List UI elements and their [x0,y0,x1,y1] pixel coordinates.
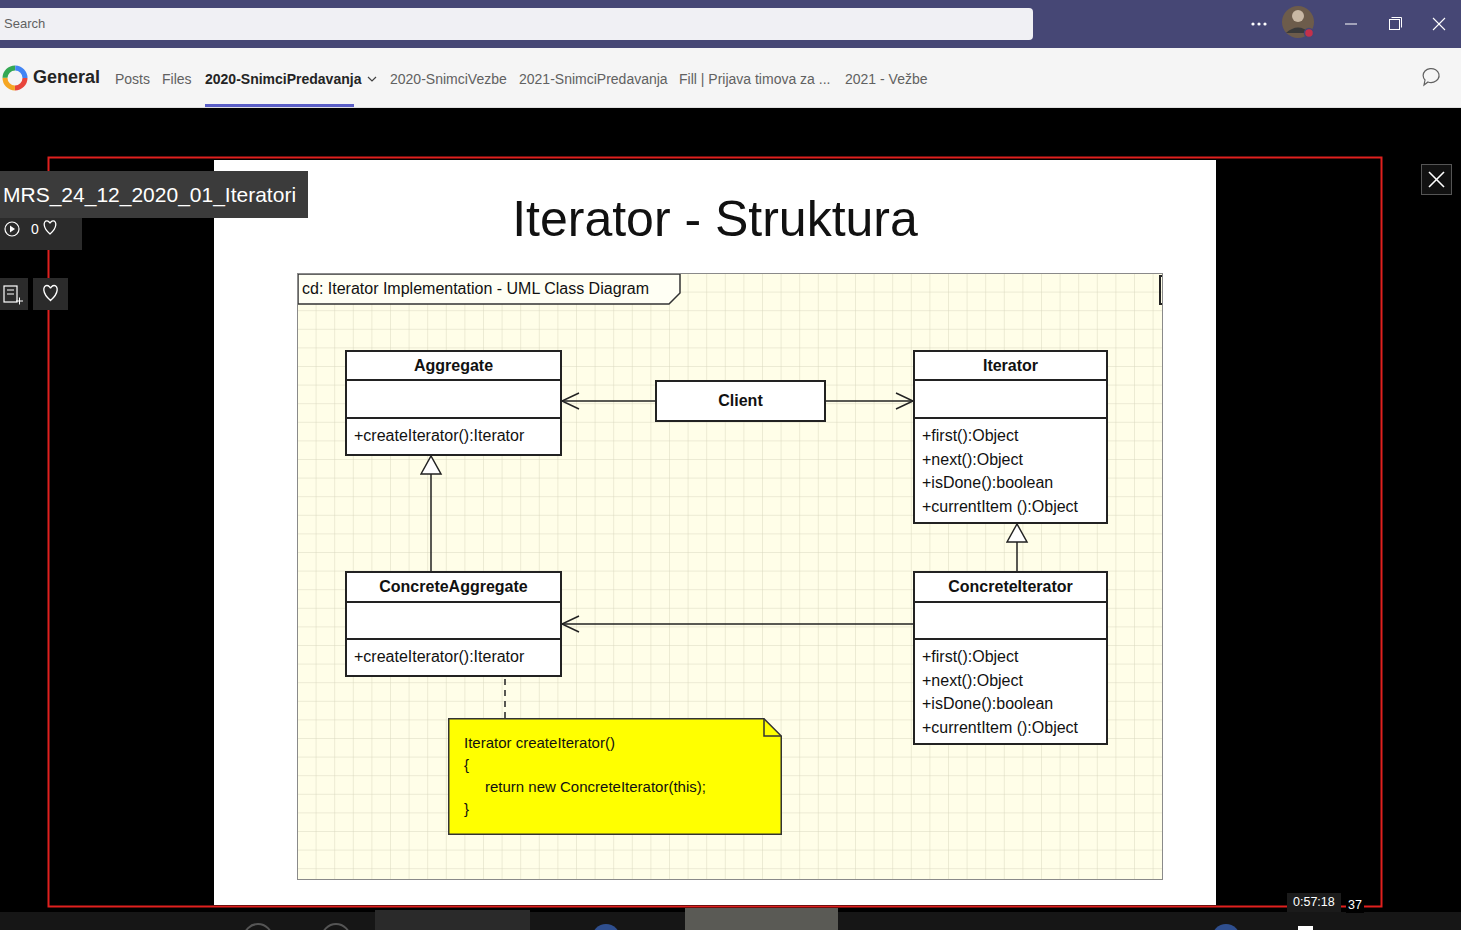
note-code-text: { [464,756,469,773]
class-box: Iterator +first():Object +next():Object +is… [913,350,1108,524]
note-line: } [464,798,766,820]
uml-frame: cd: Iterator Implementation - UML Class … [297,273,1163,880]
method-compartment: +first():Object +next():Object +isDone():b… [915,638,1106,743]
tab-dropdown-chevron [367,74,377,84]
time-tooltip: 0:57:18 [1287,893,1341,912]
class-name-compartment: Aggregate [347,352,560,379]
playlist-icon [0,278,28,310]
method-text: +isDone():boolean [922,695,1053,712]
window-controls [0,0,1461,48]
method-row: +first():Object [922,645,1098,669]
team-name: General [33,67,100,89]
stats-icons [0,218,82,250]
note-code-text: Iterator createIterator() [464,734,615,751]
tab-label: Posts [115,71,150,88]
note-code-text: } [464,800,469,817]
note-line: return new ConcreteIterator(this); [464,776,766,798]
method-row: +currentItem ():Object [922,495,1098,519]
tab-label: 2020-SnimciVezbe [390,71,507,88]
uml-relation [562,623,913,625]
class-box: ConcreteIterator +first():Object +next():O… [913,571,1108,745]
tab-label: 2021-SnimciPredavanja [519,71,668,88]
attribute-compartment [347,379,560,417]
method-text: +createIterator():Iterator [354,648,524,665]
attribute-compartment [347,601,560,638]
class-name-compartment: ConcreteAggregate [347,573,560,601]
tab-label: Fill | Prijava timova za ... [679,71,830,88]
attribute-compartment [915,601,1106,638]
method-compartment: +createIterator():Iterator [347,638,560,675]
frame-label: cd: Iterator Implementation - UML Class … [298,274,649,304]
slide-title: Iterator - Struktura [214,190,1216,248]
note-box: Iterator createIterator() { return new Con… [448,718,782,835]
method-row: +next():Object [922,669,1098,693]
method-row: +createIterator():Iterator [354,645,552,669]
method-row: +currentItem ():Object [922,716,1098,740]
class-name: Client [718,392,762,410]
video-title: MRS_24_12_2020_01_Iteratori [0,171,308,218]
method-text: +next():Object [922,672,1023,689]
duration-text: 37 [1346,898,1364,913]
method-text: +isDone():boolean [922,474,1053,491]
method-row: +isDone():boolean [922,471,1098,495]
active-tab-label: 2020-SnimciPredavanja [205,71,361,88]
class-box: Aggregate +createIterator():Iterator [345,350,562,456]
method-text: +next():Object [922,451,1023,468]
method-text: +currentItem ():Object [922,719,1078,736]
tab-label: 2021 - Vežbe [845,71,928,88]
class-box: Client [655,380,826,422]
note-code-text: return new ConcreteIterator(this); [485,778,706,795]
tab-label: Files [162,71,192,88]
like-button [33,278,68,310]
class-box: ConcreteAggregate +createIterator():Itera… [345,571,562,677]
search-placeholder: Search [4,16,45,32]
uml-relation [562,400,655,402]
class-name: Iterator [983,357,1038,375]
class-name: ConcreteIterator [948,578,1072,596]
class-name-compartment: Iterator [915,352,1106,379]
uml-relation [826,400,913,402]
method-compartment: +first():Object +next():Object +isDone():b… [915,417,1106,522]
method-text: +currentItem ():Object [922,498,1078,515]
method-row: +isDone():boolean [922,692,1098,716]
class-name: ConcreteAggregate [379,578,527,596]
like-count: 0 [31,221,39,238]
class-name: Aggregate [414,357,493,375]
search-box [0,8,1033,40]
uml-relation [1016,524,1018,571]
attribute-compartment [915,379,1106,417]
stats-panel [0,218,82,250]
slide-title-area: Iterator - Struktura [214,190,1216,254]
method-row: +first():Object [922,424,1098,448]
method-row: +createIterator():Iterator [354,424,552,448]
frame-tab: cd: Iterator Implementation - UML Class … [298,274,680,304]
method-text: +first():Object [922,427,1018,444]
class-name-compartment: Client [657,382,824,420]
method-row: +next():Object [922,448,1098,472]
class-name-compartment: ConcreteIterator [915,573,1106,601]
close-icon [1421,164,1452,195]
note-line: Iterator createIterator() [464,732,766,754]
uml-relation [430,456,432,571]
heart-icon [33,278,68,310]
note-anchor-line [504,677,506,718]
note-line: { [464,754,766,776]
method-text: +first():Object [922,648,1018,665]
active-tab-underline [205,104,354,107]
thumbnail-strip [0,908,1461,930]
method-compartment: +createIterator():Iterator [347,417,560,454]
method-text: +createIterator():Iterator [354,427,524,444]
